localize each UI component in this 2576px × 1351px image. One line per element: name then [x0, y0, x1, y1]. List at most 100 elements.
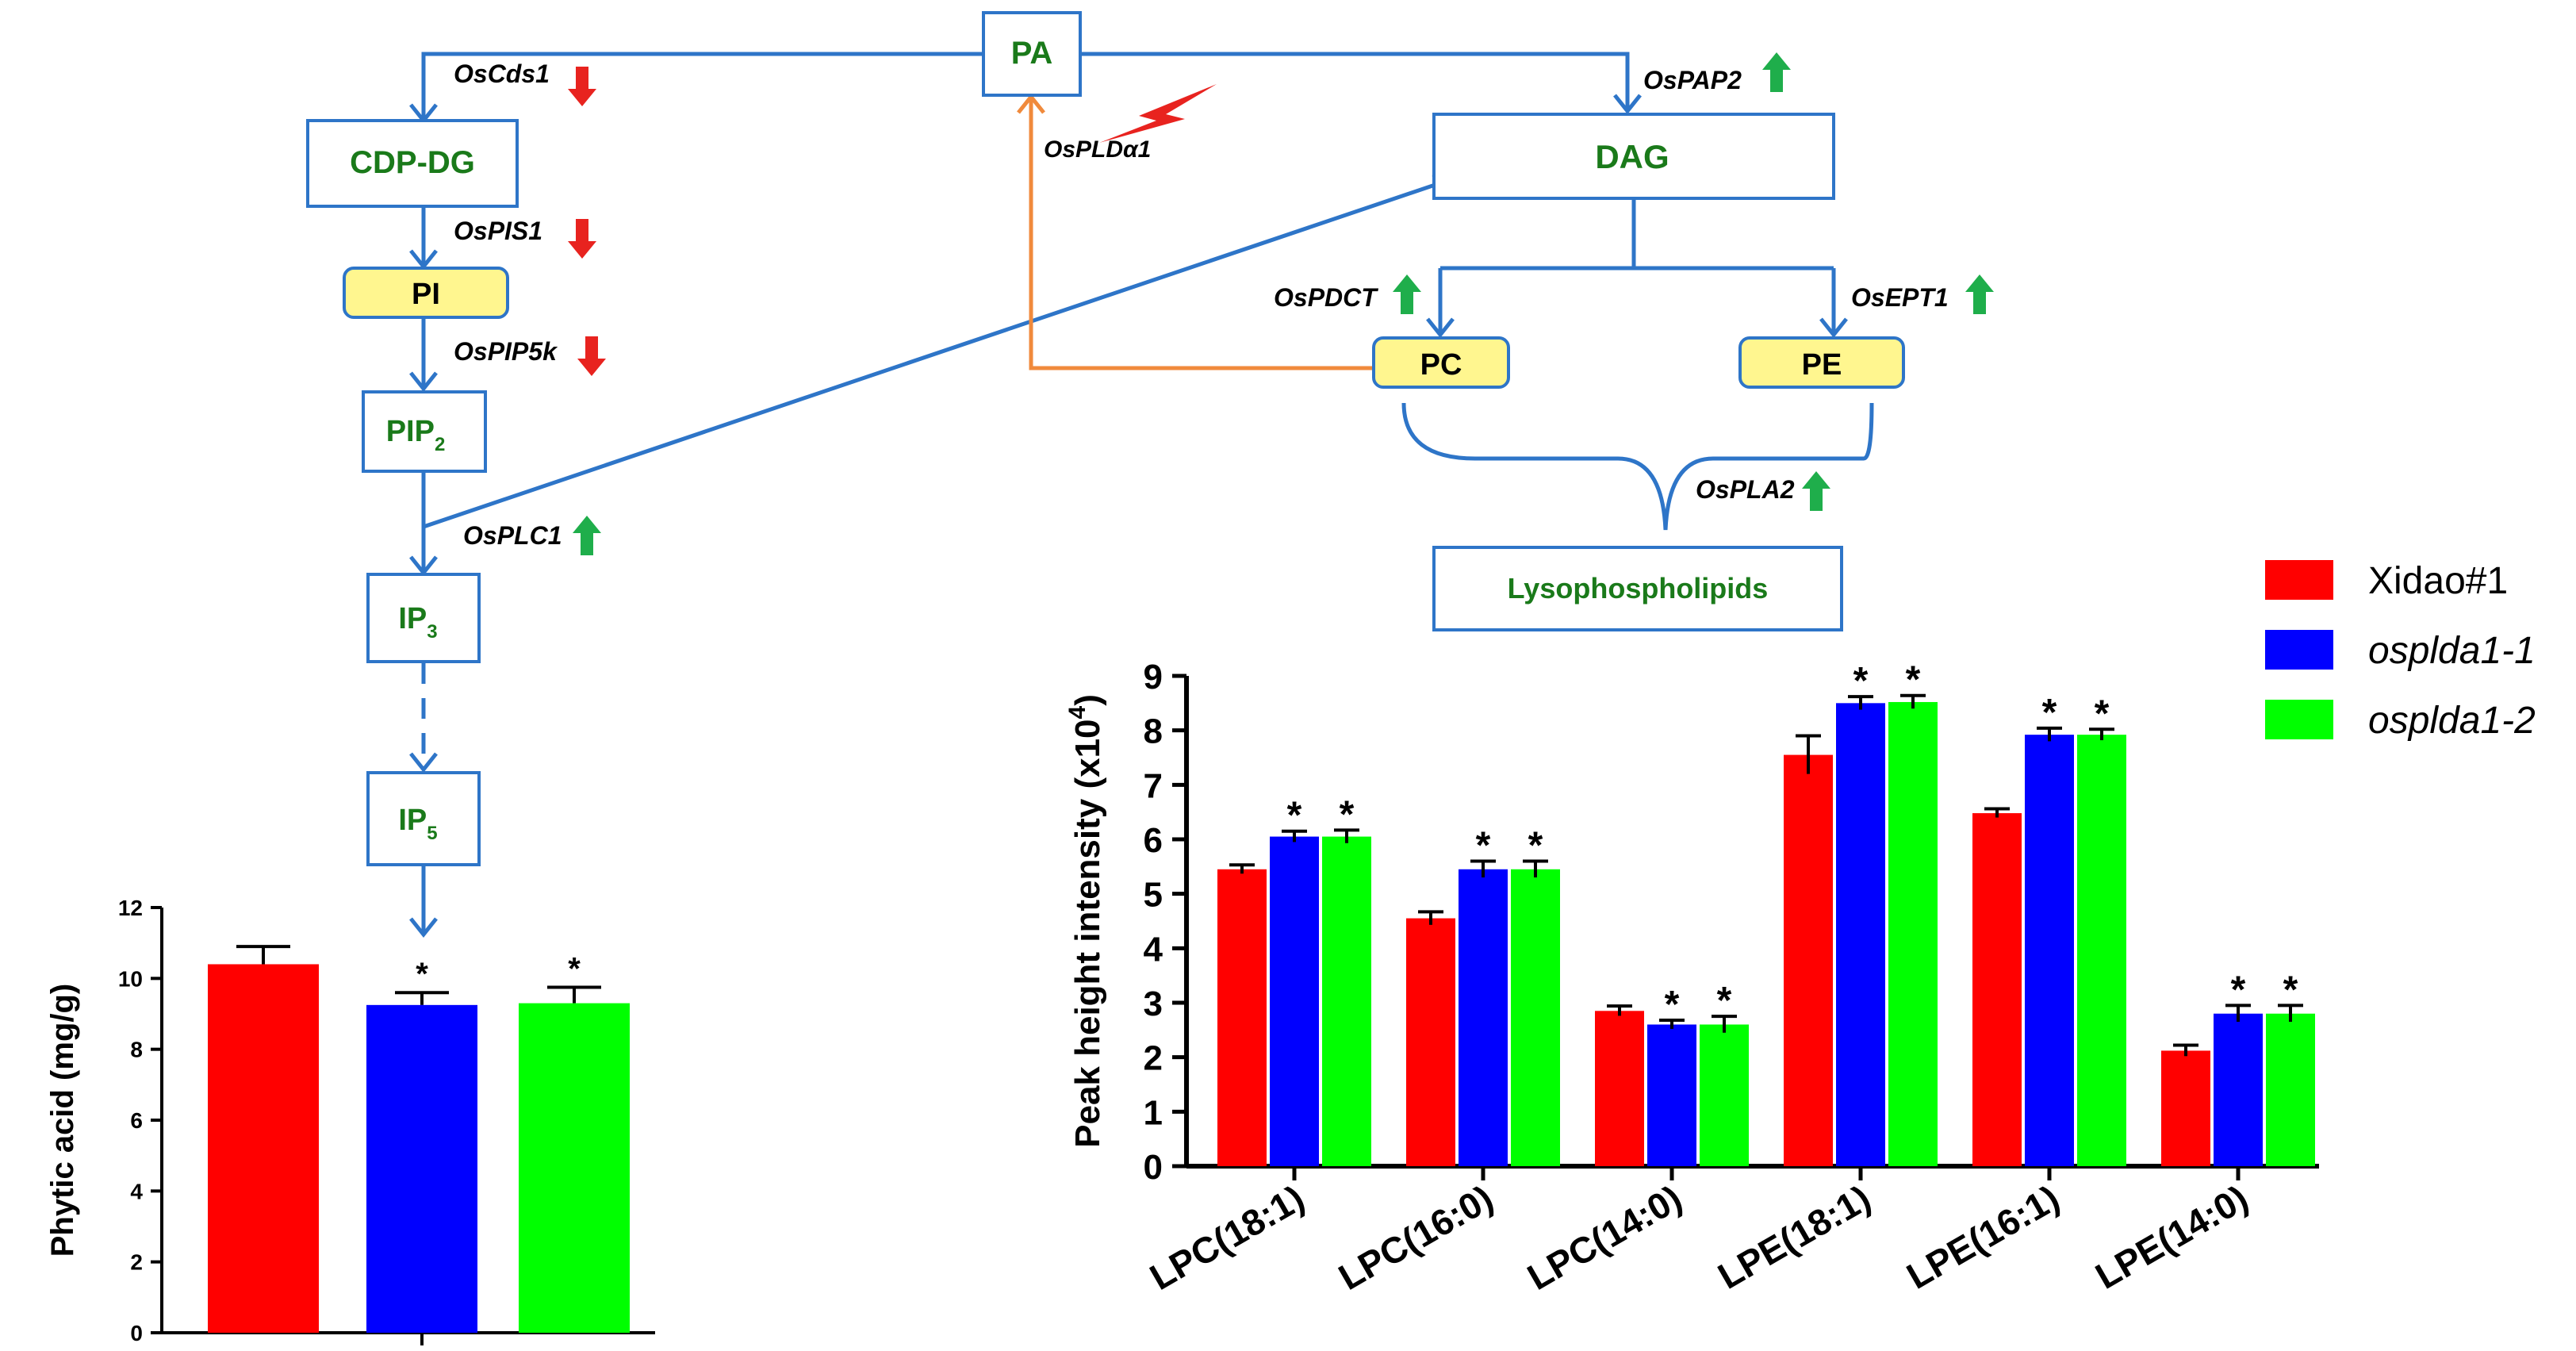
y-tick-label: 0	[1144, 1148, 1163, 1187]
up-arrow-icon	[1762, 52, 1791, 92]
node-dag-label: DAG	[1595, 138, 1669, 175]
bar	[1595, 1011, 1644, 1166]
x-tick-label: LPC(14:0)	[1520, 1177, 1689, 1298]
legend-label-osplda1-1: osplda1-1	[2368, 630, 2536, 672]
enzyme-ospldα1: OsPLDα1	[1044, 136, 1151, 163]
bar	[1217, 869, 1267, 1166]
legend-swatch-osplda1-2	[2265, 700, 2333, 739]
y-tick-label: 6	[130, 1108, 143, 1133]
legend: Xidao#1 osplda1-1 osplda1-2	[2265, 560, 2536, 742]
bar	[1888, 701, 1938, 1166]
bar	[2025, 735, 2074, 1166]
bar	[519, 1003, 630, 1333]
node-cdpdg-label: CDP-DG	[350, 145, 475, 180]
y-tick-label: 2	[1144, 1039, 1163, 1078]
x-tick-label: LPC(18:1)	[1143, 1177, 1311, 1298]
node-ip5: IP5	[366, 771, 481, 866]
y-tick-label: 4	[130, 1179, 143, 1203]
bar	[1700, 1024, 1749, 1166]
y-tick-label: 8	[130, 1038, 143, 1062]
node-pip2: PIP2	[362, 390, 487, 473]
bar	[208, 964, 319, 1333]
y-axis-title: Phytic acid (mg/g)	[45, 984, 80, 1257]
bar	[2161, 1050, 2210, 1166]
bar	[1972, 813, 2022, 1166]
arrow-plc-to-dag	[423, 175, 1457, 529]
y-tick-label: 4	[1144, 930, 1163, 969]
bar	[1322, 836, 1371, 1166]
y-tick-label: 1	[1144, 1093, 1163, 1132]
node-pe: PE	[1738, 336, 1905, 389]
bar	[1647, 1024, 1696, 1166]
node-pi-label: PI	[412, 278, 440, 311]
node-pc: PC	[1372, 336, 1510, 389]
enzyme-oscds1: OsCds1	[454, 59, 550, 88]
significance-mark: *	[1340, 793, 1355, 835]
bar	[2077, 735, 2126, 1166]
arrowhead-ip5	[409, 752, 438, 773]
node-lyso-label: Lysophospholipids	[1508, 572, 1769, 604]
y-tick-label: 6	[1144, 821, 1163, 860]
y-tick-label: 9	[1144, 658, 1163, 697]
x-tick-label: LPE(14:0)	[2088, 1177, 2255, 1297]
bar	[2266, 1013, 2315, 1166]
x-tick-label: LPC(16:0)	[1332, 1177, 1500, 1298]
y-tick-label: 3	[1144, 984, 1163, 1023]
y-tick-label: 8	[1144, 712, 1163, 751]
bar	[1836, 703, 1885, 1166]
enzyme-ospap2: OsPAP2	[1643, 66, 1742, 94]
x-tick-label: LPE(18:1)	[1711, 1177, 1877, 1297]
significance-mark: *	[2283, 969, 2298, 1011]
x-tick-label: LPE(16:1)	[1899, 1177, 2066, 1297]
node-cdpdg: CDP-DG	[306, 119, 519, 208]
enzyme-osplc1: OsPLC1	[463, 521, 562, 550]
y-tick-label: 7	[1144, 766, 1163, 805]
significance-mark: *	[1717, 980, 1732, 1022]
significance-mark: *	[1853, 660, 1869, 702]
down-arrow-icon	[568, 219, 596, 259]
significance-mark: *	[1528, 824, 1543, 866]
legend-swatch-osplda1-1	[2265, 630, 2333, 670]
bar	[2214, 1013, 2263, 1166]
node-pa: PA	[982, 11, 1082, 97]
significance-mark: *	[1906, 659, 1921, 701]
node-pc-label: PC	[1420, 348, 1462, 382]
node-pa-label: PA	[1011, 36, 1053, 71]
pathway-arrows	[409, 52, 1874, 938]
enzyme-ospis1: OsPIS1	[454, 217, 542, 245]
node-pe-label: PE	[1802, 348, 1842, 382]
bar	[366, 1004, 477, 1333]
bar	[1784, 754, 1833, 1166]
arrowhead-pe	[1819, 317, 1848, 339]
bar	[1406, 918, 1455, 1166]
node-ip3-label: IP3	[398, 602, 437, 643]
arrowhead-pip2	[409, 371, 438, 393]
up-arrow-icon	[1393, 274, 1421, 314]
enzyme-ospdct: OsPDCT	[1274, 283, 1378, 312]
node-lyso: Lysophospholipids	[1432, 546, 1843, 631]
node-ip3: IP3	[366, 573, 481, 663]
bar	[1459, 869, 1508, 1166]
node-pip2-label: PIP2	[386, 415, 446, 455]
down-arrow-icon	[568, 67, 596, 106]
y-axis-title: Peak height intensity (x104)	[1064, 694, 1107, 1148]
up-arrow-icon	[1802, 471, 1830, 511]
node-pi: PI	[343, 267, 509, 319]
significance-mark: *	[2042, 692, 2057, 734]
up-arrow-icon	[573, 516, 601, 555]
brace-to-lyso	[1401, 402, 1874, 531]
arrowhead-pc	[1426, 317, 1455, 339]
significance-mark: *	[568, 952, 581, 987]
enzyme-ospip5k: OsPIP5k	[454, 337, 558, 366]
y-tick-label: 5	[1144, 876, 1163, 915]
arrow-pa-to-cdpdg	[421, 52, 983, 119]
bar	[1270, 836, 1319, 1166]
node-dag: DAG	[1432, 113, 1835, 200]
legend-label-xidao: Xidao#1	[2368, 560, 2508, 602]
y-tick-label: 0	[130, 1321, 143, 1345]
y-tick-label: 10	[118, 966, 143, 991]
arrowhead-phytic	[409, 917, 438, 938]
arrowhead-dag	[1613, 94, 1642, 115]
